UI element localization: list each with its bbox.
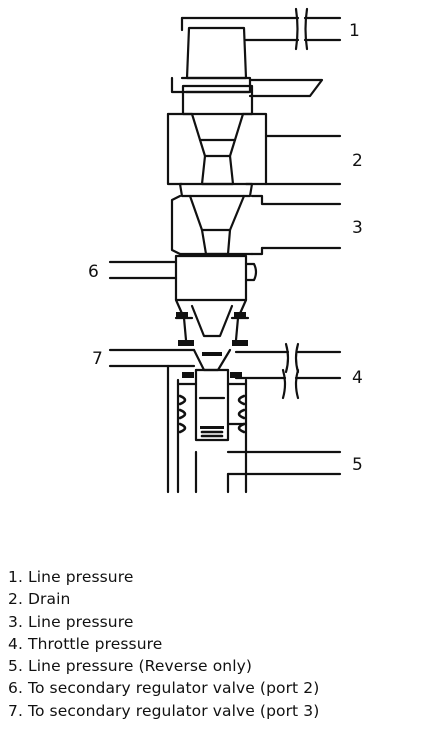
seal-hatching (176, 312, 248, 429)
callout-7: 7 (92, 349, 103, 369)
throttle-passage (234, 368, 342, 400)
upper-valve-body (166, 112, 342, 198)
legend-item: 2. Drain (8, 590, 71, 609)
valve-diagram: 1 2 3 4 5 6 7 (88, 7, 363, 494)
callout-2: 2 (352, 151, 363, 171)
legend-item: 3. Line pressure (8, 612, 134, 631)
callout-labels: 1 2 3 4 5 6 7 (88, 21, 363, 475)
spring-coils (178, 394, 246, 438)
callout-1: 1 (349, 21, 360, 41)
port-1-passage (180, 7, 342, 51)
legend-list: 1. Line pressure 2. Drain 3. Line pressu… (8, 566, 432, 722)
middle-valve-body (170, 194, 342, 256)
legend-item: 6. To secondary regulator valve (port 2) (8, 679, 320, 698)
spool-land (108, 254, 258, 302)
lower-bore (166, 364, 342, 494)
callout-6: 6 (88, 262, 99, 282)
legend-item: 1. Line pressure (8, 568, 134, 586)
legend-item: 5. Line pressure (Reverse only) (8, 657, 253, 676)
legend-item: 4. Throttle pressure (8, 634, 163, 653)
callout-4: 4 (352, 368, 363, 388)
callout-5: 5 (352, 455, 363, 475)
callout-3: 3 (352, 218, 363, 238)
legend-item: 7. To secondary regulator valve (port 3) (8, 701, 320, 720)
lower-taper (108, 298, 342, 374)
